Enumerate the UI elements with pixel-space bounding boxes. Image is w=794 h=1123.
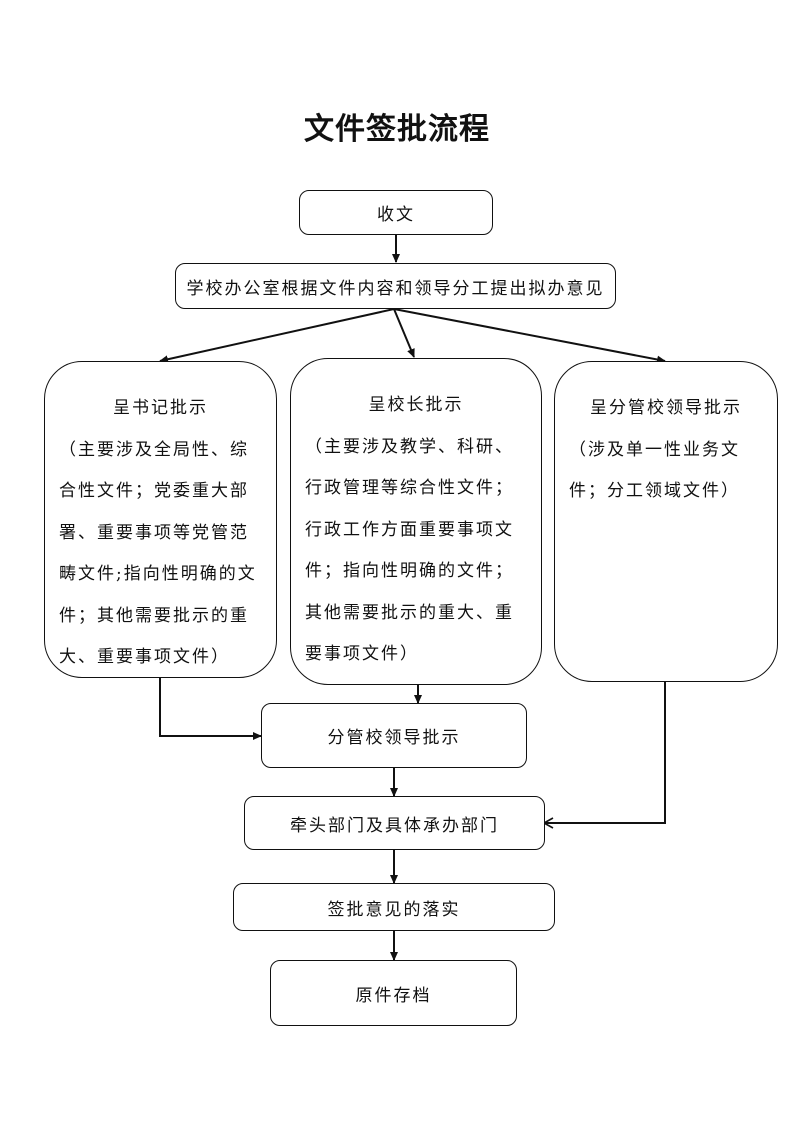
page-title: 文件签批流程 [304, 112, 490, 147]
node-leader-approval: 分管校领导批示 [261, 703, 527, 768]
node-secretary: 呈书记批示 （主要涉及全局性、综合性文件；党委重大部署、重要事项等党管范畴文件;… [44, 361, 277, 678]
node-leader-body: （涉及单一性业务文件；分工领域文件） [569, 439, 740, 502]
node-leader-approval-label: 分管校领导批示 [327, 728, 461, 748]
node-leader-head: 呈分管校领导批示 [590, 398, 742, 418]
node-implement: 签批意见的落实 [233, 883, 555, 931]
node-office-label: 学校办公室根据文件内容和领导分工提出拟办意见 [186, 278, 605, 299]
arrow-office-to-principal [393, 308, 415, 358]
node-receive: 收文 [299, 190, 493, 235]
arrow-office-to-leader [393, 308, 666, 364]
node-office: 学校办公室根据文件内容和领导分工提出拟办意见 [175, 263, 616, 309]
node-principal-body: （主要涉及教学、科研、行政管理等综合性文件；行政工作方面重要事项文件；指向性明确… [305, 436, 514, 665]
node-principal-head: 呈校长批示 [368, 395, 464, 415]
arrow-secretary-to-leader-approval [159, 678, 262, 740]
node-receive-label: 收文 [377, 205, 415, 225]
node-department: 牵头部门及具体承办部门 [244, 796, 545, 850]
arrow-leader-to-department [542, 682, 666, 829]
node-archive: 原件存档 [270, 960, 517, 1026]
node-secretary-body: （主要涉及全局性、综合性文件；党委重大部署、重要事项等党管范畴文件;指向性明确的… [59, 439, 257, 668]
arrow-office-to-secretary [159, 308, 395, 364]
node-leader: 呈分管校领导批示 （涉及单一性业务文件；分工领域文件） [554, 361, 778, 682]
node-principal: 呈校长批示 （主要涉及教学、科研、行政管理等综合性文件；行政工作方面重要事项文件… [290, 358, 542, 685]
node-department-label: 牵头部门及具体承办部门 [290, 815, 499, 836]
node-secretary-head: 呈书记批示 [113, 398, 208, 418]
node-implement-label: 签批意见的落实 [327, 899, 461, 920]
node-archive-label: 原件存档 [355, 985, 432, 1006]
